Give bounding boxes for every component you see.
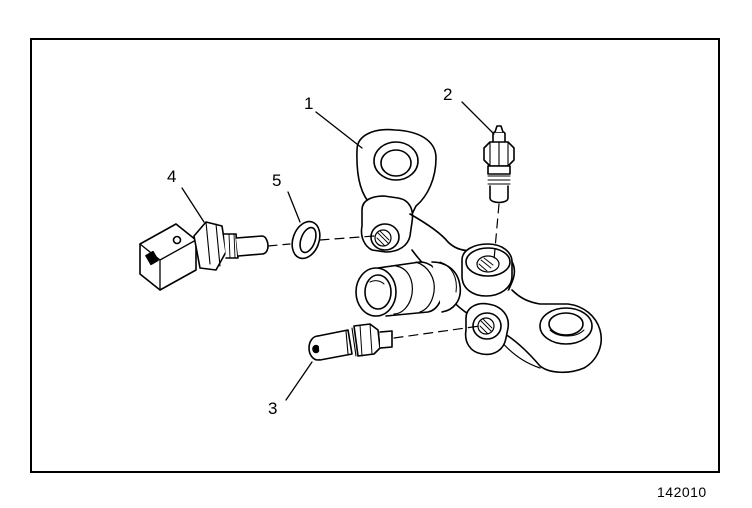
assembly-centerlines [267,203,500,339]
temperature-sender-part-2 [483,125,515,204]
oil-pressure-sender-part-3 [308,323,393,361]
callout-5: 5 [272,171,282,190]
callout-3: 3 [268,399,278,418]
sealing-washer-part-5 [291,220,321,260]
figure-id: 142010 [657,484,707,500]
callout-4: 4 [167,167,177,186]
coolant-housing-part-1 [355,128,602,374]
callout-leader-lines [181,101,495,401]
coolant-temperature-sensor-part-4 [139,221,269,291]
callout-1: 1 [304,94,314,113]
callout-2: 2 [443,85,453,104]
